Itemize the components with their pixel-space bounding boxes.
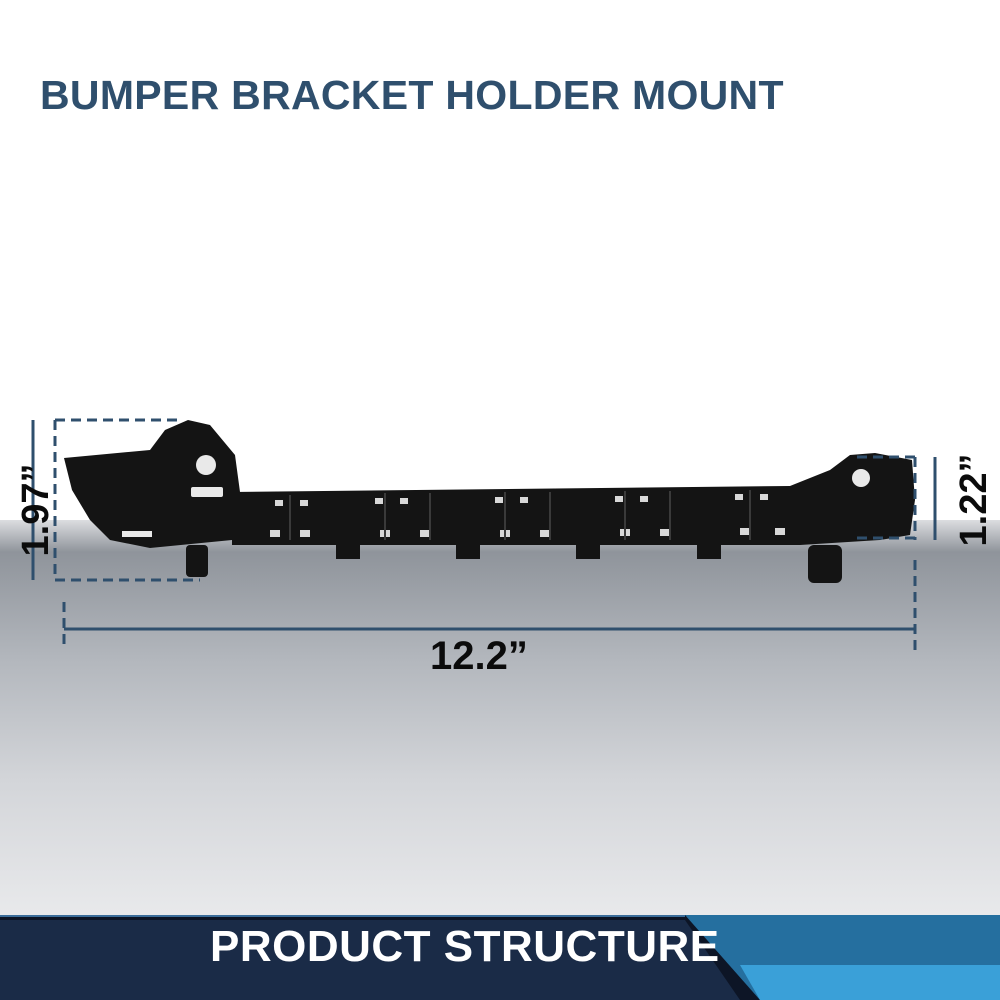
page-title: BUMPER BRACKET HOLDER MOUNT	[40, 72, 784, 118]
footer-title: PRODUCT STRUCTURE	[210, 922, 720, 971]
background-gradient	[0, 520, 1000, 920]
height-left-label: 1.97”	[15, 463, 57, 557]
dimension-lines	[31, 418, 937, 650]
length-label: 12.2”	[430, 634, 528, 678]
bracket-body	[64, 420, 915, 583]
footer-banner	[0, 915, 1000, 1000]
bracket-holes	[122, 455, 870, 537]
height-right-label: 1.22”	[953, 453, 995, 547]
bracket-ribs	[289, 490, 751, 540]
